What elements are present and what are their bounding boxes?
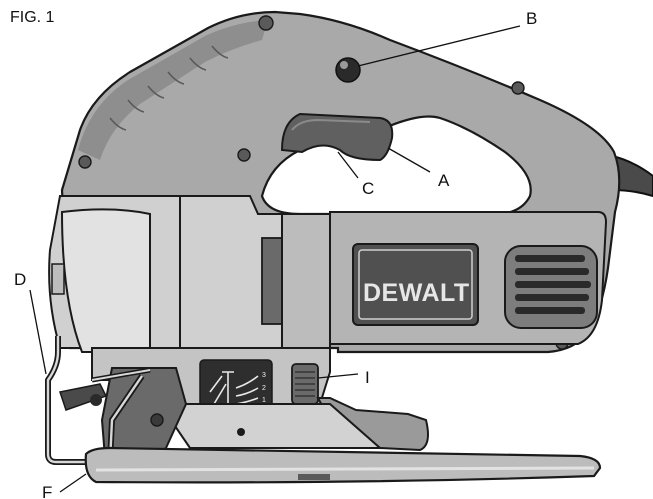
trigger-switch [280,112,394,162]
base-shoe-edge [95,466,595,472]
callout-b: B [526,9,537,28]
clamp-pivot [150,413,164,427]
orbital-lever [291,363,319,405]
power-cord [611,154,653,198]
shoe-bracket [316,397,429,452]
brand-logo-text: DEWALT [363,279,470,307]
callout-c: C [362,179,374,198]
leader-lines [29,25,521,493]
brand-logo-inner [358,249,473,320]
vent-slots [504,245,598,329]
gear-collar-ring [281,213,331,349]
lock-on-button-shine [340,61,348,69]
orbital-number-3: 3 [262,372,266,379]
blade-guard-bar-inner [91,369,151,381]
brand-logo-plate [352,243,479,326]
callout-i: I [365,368,370,387]
gear-case-front [60,208,151,353]
figure-title: FIG. 1 [10,9,55,26]
trigger-highlight [291,118,371,131]
callout-a: A [438,171,450,190]
base-shoe-notch [298,474,330,480]
grip-ribs [109,45,229,131]
lock-on-button [335,57,361,83]
orbital-number-2: 2 [262,385,266,392]
blade-guard-wire-inner [46,336,143,464]
callout-f: F [42,483,52,499]
callout-d: D [14,270,26,289]
base-shoe [84,446,602,484]
front-notch [51,263,65,295]
handle-top-shading [78,20,268,160]
roller-guide [59,383,108,411]
gear-collar [261,237,283,325]
orbital-number-1: 1 [262,397,266,404]
shoe-screw [237,428,245,436]
